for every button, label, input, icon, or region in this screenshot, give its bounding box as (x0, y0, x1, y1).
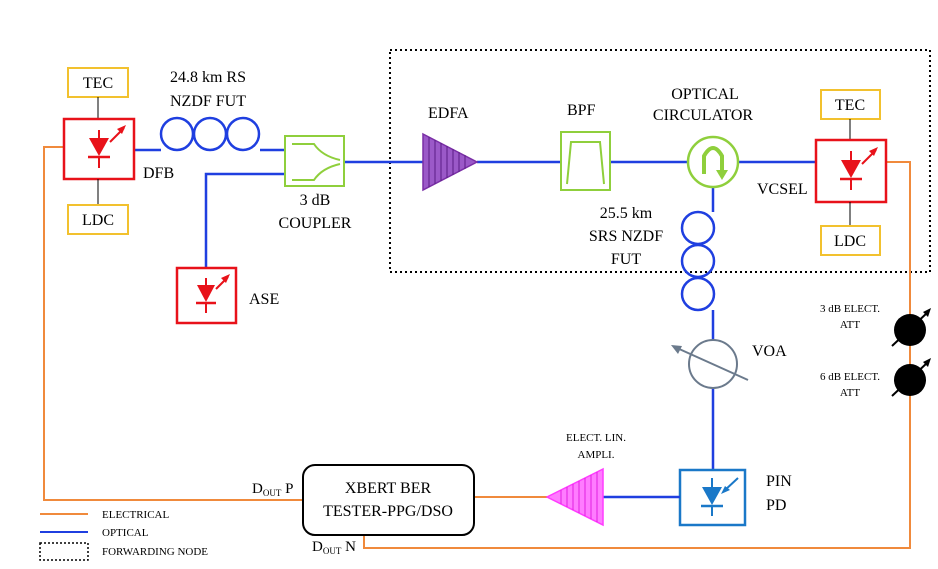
pin-label-line1: PIN (766, 473, 792, 490)
tec-right-label: TEC (835, 97, 865, 114)
optical-line-ase-to-coupler (204, 172, 285, 268)
ber-label-line1: XBERT BER (345, 480, 432, 497)
fiber1-label-line1: 24.8 km RS (170, 69, 246, 86)
legend-forwarding-node-swatch (39, 542, 89, 561)
dout-n-label: DOUT N (312, 539, 356, 556)
pin-photodiode-icon (701, 477, 739, 516)
coupler-label-line1: 3 dB (300, 192, 331, 209)
fiber1-spool-icon (159, 116, 261, 152)
att6-attenuator-icon (891, 358, 931, 397)
optical-paths (134, 148, 816, 470)
coupler-label-line2: COUPLER (279, 215, 352, 232)
amp-hatch (560, 472, 598, 522)
ldc-left-box (67, 204, 129, 235)
voa-attenuator-icon (671, 339, 749, 389)
fiber2-label-line2: SRS NZDF (589, 228, 663, 245)
legend-electrical-label: ELECTRICAL (102, 509, 169, 521)
forwarding-node-box (389, 49, 931, 273)
legend: ELECTRICAL OPTICAL FORWARDING NODE (39, 509, 208, 561)
vcsel-label: VCSEL (757, 181, 808, 198)
bpf-label: BPF (567, 102, 596, 119)
edfa-label: EDFA (428, 105, 469, 122)
ase-diode-icon (196, 274, 230, 313)
ase-label: ASE (249, 291, 279, 308)
circulator-label-line1: OPTICAL (671, 86, 739, 103)
att6-label-line1: 6 dB ELECT. (820, 371, 880, 383)
coupler-icon (284, 135, 345, 187)
tec-left-label: TEC (83, 75, 113, 92)
electrical-line-vcsel-to-atts (886, 161, 911, 318)
electrical-line-att6-to-ber (363, 392, 911, 549)
ldc-right-box (820, 225, 881, 256)
dout-p-label: DOUT P (252, 481, 293, 498)
circulator-icon (686, 135, 740, 189)
fiber2-spool-icon (680, 210, 716, 312)
fiber1-label-line2: NZDF FUT (170, 93, 246, 110)
electrical-amplifier-icon (545, 467, 604, 527)
voa-label: VOA (752, 343, 787, 360)
ldc-right-label: LDC (834, 233, 866, 250)
edfa-amplifier-icon (422, 132, 479, 192)
legend-optical-label: OPTICAL (102, 527, 149, 539)
fiber2-label-line1: 25.5 km (600, 205, 653, 222)
fiber2-label-line3: FUT (611, 251, 641, 268)
vcsel-laser-diode-icon (840, 147, 878, 190)
electrical-line-dfb-to-ber (43, 146, 303, 501)
amp-label-line1: ELECT. LIN. (566, 432, 626, 444)
pin-label-line2: PD (766, 497, 786, 514)
ber-tester-box (302, 464, 475, 536)
att3-attenuator-icon (891, 308, 931, 347)
ber-label-line2: TESTER-PPG/DSO (323, 503, 453, 520)
ldc-left-label: LDC (82, 212, 114, 229)
electrical-paths (43, 146, 911, 549)
att3-label-line2: ATT (840, 319, 860, 331)
bpf-passband-icon (566, 141, 605, 185)
att3-label-line1: 3 dB ELECT. (820, 303, 880, 315)
att6-label-line2: ATT (840, 387, 860, 399)
dfb-label: DFB (143, 165, 174, 182)
edfa-hatch (428, 137, 466, 187)
circulator-label-line2: CIRCULATOR (653, 107, 753, 124)
amp-label-line2: AMPLI. (578, 449, 615, 461)
dfb-laser-diode-icon (88, 125, 126, 168)
legend-forwarding-node-label: FORWARDING NODE (102, 546, 208, 558)
